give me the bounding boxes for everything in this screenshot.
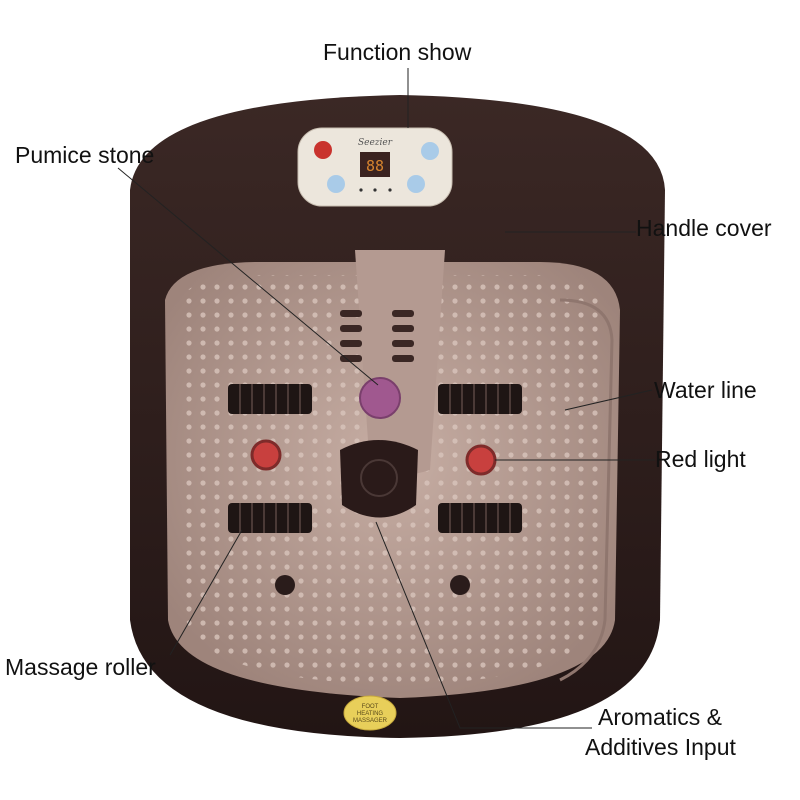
bubble-button [407,175,425,193]
aromatics-input [340,440,418,518]
display-value: 88 [366,157,384,175]
label-red-light: Red light [655,446,746,472]
label-water-line: Water line [654,377,757,403]
label-handle-cover: Handle cover [636,215,772,241]
sticker [343,695,397,731]
brand-logo: Seezier [358,138,393,148]
column-vents [340,310,414,362]
label-function-show: Function show [323,39,472,65]
label-aromatics-line2: Additives Input [585,734,736,760]
label-pumice-stone: Pumice stone [15,142,155,168]
label-massage-roller: Massage roller [5,654,156,680]
red-light-right [465,444,497,476]
label-aromatics-line1: Aromatics & [598,704,722,730]
pumice-stone [359,377,401,419]
sticker-text: FOOT HEATING MASSAGER [352,704,387,724]
leader-lines [117,68,655,729]
massage-rollers [228,384,522,533]
water-line [559,298,614,682]
control-panel: 88 Seezier [297,127,453,207]
temperature-button [327,175,345,193]
power-button [314,141,332,159]
led-display [360,152,390,177]
red-light-left [250,439,282,471]
foot-light-button [421,142,439,160]
